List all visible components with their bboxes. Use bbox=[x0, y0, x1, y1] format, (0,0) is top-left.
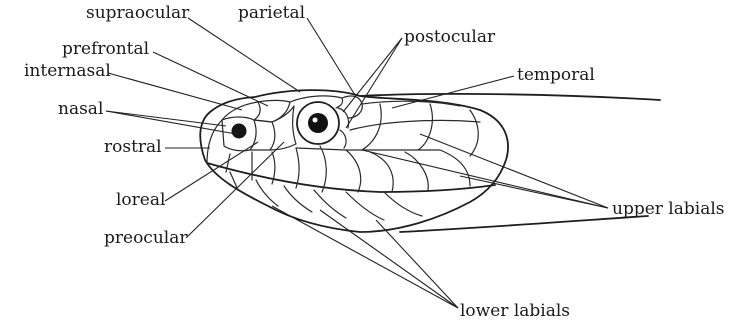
label-preocular: preocular bbox=[104, 228, 188, 248]
leader-lower-labial-3 bbox=[376, 220, 458, 308]
nostril bbox=[232, 124, 247, 139]
leader-upper-labial-2 bbox=[420, 134, 608, 208]
leader-postocular-2 bbox=[346, 38, 402, 128]
loreal-scale bbox=[250, 120, 275, 150]
label-parietal: parietal bbox=[238, 3, 305, 23]
label-prefrontal: prefrontal bbox=[62, 39, 149, 59]
leader-upper-labial-1 bbox=[362, 150, 608, 208]
eye-highlight bbox=[313, 118, 318, 123]
leader-loreal bbox=[165, 142, 258, 201]
eye-pupil bbox=[308, 113, 328, 133]
label-rostral: rostral bbox=[104, 137, 162, 157]
label-upper-labials: upper labials bbox=[612, 199, 725, 219]
temporal-scales bbox=[350, 101, 480, 156]
label-nasal: nasal bbox=[58, 99, 103, 119]
label-postocular: postocular bbox=[404, 27, 496, 47]
label-internasal: internasal bbox=[24, 61, 111, 81]
leader-lower-labial-2 bbox=[320, 210, 458, 308]
label-loreal: loreal bbox=[116, 190, 165, 210]
label-lower-labials: lower labials bbox=[460, 301, 570, 321]
upper-labial-scales bbox=[226, 146, 470, 192]
scale-labels: supraocular parietal postocular prefront… bbox=[24, 3, 725, 321]
head-outline bbox=[200, 90, 508, 232]
label-temporal: temporal bbox=[517, 65, 595, 85]
neck-bottom-line bbox=[400, 216, 648, 232]
leader-supraocular bbox=[188, 18, 300, 92]
rostral-scale bbox=[207, 120, 222, 163]
leader-upper-labial-3 bbox=[460, 176, 608, 208]
leader-nasal-2 bbox=[106, 111, 236, 134]
label-supraocular: supraocular bbox=[86, 3, 190, 23]
leader-internasal bbox=[108, 73, 242, 110]
leader-parietal bbox=[307, 18, 355, 95]
mouth-line bbox=[207, 163, 495, 192]
snake-head-drawing bbox=[200, 90, 660, 232]
leader-lower-labial-1 bbox=[272, 206, 458, 308]
postocular-scales bbox=[338, 108, 349, 148]
